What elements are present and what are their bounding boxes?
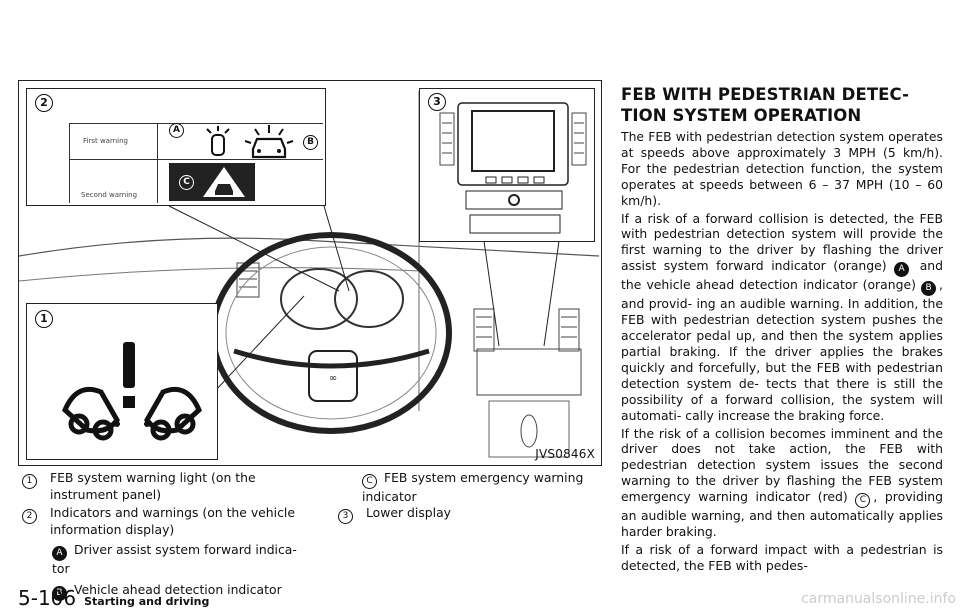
- figure-code: JVS0846X: [535, 447, 595, 461]
- inset-warning-display: 2 First warning Second warning A B C: [26, 88, 326, 206]
- legend-item-2: 2 Indicators and warnings (on the vehicl…: [22, 505, 302, 538]
- paragraph-3: If the risk of a collision becomes immin…: [621, 426, 943, 540]
- text-column: FEB WITH PEDESTRIAN DETEC- TION SYSTEM O…: [621, 84, 943, 576]
- page-footer: 5-106 Starting and driving: [18, 586, 209, 610]
- svg-text:∞: ∞: [329, 373, 337, 384]
- inline-letter-c: C: [855, 493, 871, 509]
- emergency-warning-icon: [203, 167, 245, 197]
- lower-display-drawing: [439, 102, 587, 234]
- legend-item-2c: C FEB system emergency warning indicator: [362, 470, 602, 506]
- first-warning-label: First warning: [83, 137, 128, 145]
- legend-item-3: 3 Lower display: [338, 505, 598, 524]
- paragraph-2-part-1: If a risk of a forward collision is dete…: [621, 210, 943, 274]
- forward-indicator-icon: [206, 126, 230, 156]
- legend-text-1: FEB system warning light (on the instrum…: [49, 470, 256, 502]
- watermark: carmanualsonline.info: [801, 591, 956, 607]
- section-name: Starting and driving: [84, 595, 210, 608]
- legend-letter-b: B: [52, 586, 67, 601]
- legend-text-2c: FEB system emergency warning indicator: [362, 470, 584, 504]
- paragraph-1: The FEB with pedestrian detection system…: [621, 129, 943, 208]
- inset-warning-light: 1: [26, 303, 218, 460]
- legend-item-1: 1 FEB system warning light (on the instr…: [22, 470, 302, 503]
- illustration-figure: ∞ 2 First warning Second warning A B: [18, 80, 602, 466]
- paragraph-2-part-2: and the vehicle ahead detection indicato…: [621, 258, 944, 293]
- inline-letter-b: B: [921, 281, 937, 297]
- marker-c: C: [179, 175, 194, 190]
- page-number: 5-106: [18, 586, 77, 610]
- paragraph-3-part-2: , providing an audible warning, and then…: [621, 489, 943, 540]
- legend-item-2a: A Driver assist system forward indica- t…: [52, 542, 302, 578]
- legend-item-2b: B Vehicle ahead detection indicator: [52, 582, 302, 601]
- dashboard-illustration: ∞: [19, 91, 600, 458]
- marker-a: A: [169, 123, 184, 138]
- inset-lower-display: 3: [419, 88, 595, 242]
- callout-3: 3: [428, 93, 446, 111]
- callout-2: 2: [35, 94, 53, 112]
- marker-b: B: [303, 135, 318, 150]
- section-heading: FEB WITH PEDESTRIAN DETEC- TION SYSTEM O…: [621, 85, 910, 125]
- vehicle-ahead-icon: [244, 125, 294, 159]
- feb-warning-light-icon: [62, 342, 202, 441]
- legend-num-1: 1: [22, 474, 37, 489]
- paragraph-2-part-3: , and provid- ing an audible warning. In…: [621, 277, 943, 423]
- legend-letter-a: A: [52, 546, 67, 561]
- paragraph-2: If a risk of a forward collision is dete…: [621, 211, 943, 424]
- callout-1: 1: [35, 310, 53, 328]
- paragraph-3-part-1: If the risk of a collision becomes immin…: [621, 425, 943, 505]
- legend-text-3: Lower display: [365, 505, 452, 520]
- legend-letter-c: C: [362, 474, 377, 489]
- second-warning-label: Second warning: [81, 191, 138, 199]
- legend-num-2: 2: [22, 509, 37, 524]
- paragraph-4: If a risk of a forward impact with a ped…: [621, 541, 943, 573]
- legend-text-2a: Driver assist system forward indica- tor: [52, 542, 297, 576]
- legend-text-2: Indicators and warnings (on the vehicle …: [49, 505, 295, 537]
- inline-letter-a: A: [894, 262, 910, 278]
- legend-num-3: 3: [338, 509, 353, 524]
- legend-text-2b: Vehicle ahead detection indicator: [73, 582, 282, 597]
